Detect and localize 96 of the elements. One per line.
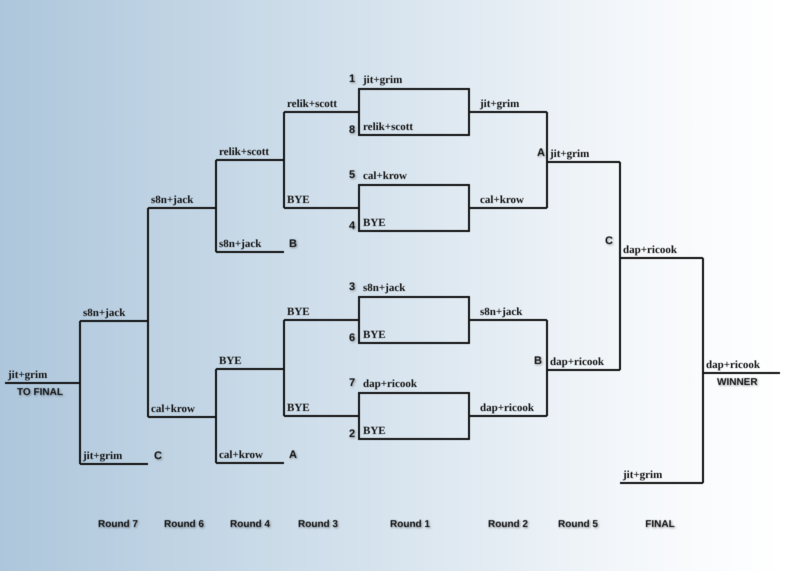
bracket-slot bbox=[477, 402, 547, 417]
bracket-line bbox=[215, 160, 217, 209]
bracket-line bbox=[546, 369, 548, 416]
seed-number: 7 bbox=[349, 377, 356, 389]
round-label: FINAL bbox=[645, 519, 675, 530]
team-name: dap+ricook bbox=[363, 378, 417, 390]
slot-caption: TO FINAL bbox=[17, 387, 63, 399]
match-letter: A bbox=[537, 147, 545, 159]
team-name: cal+krow bbox=[480, 194, 524, 206]
team-name: BYE bbox=[363, 425, 386, 437]
bracket-line bbox=[702, 258, 704, 374]
team-name: relik+scott bbox=[287, 98, 338, 110]
team-name: s8n+jack bbox=[363, 282, 406, 294]
team-name: s8n+jack bbox=[219, 238, 262, 250]
team-name: BYE bbox=[287, 194, 310, 206]
bracket-line bbox=[468, 415, 477, 417]
round-label: Round 5 bbox=[558, 519, 598, 530]
bracket-line bbox=[215, 416, 217, 463]
team-name: jit+grim bbox=[550, 148, 590, 160]
team-name: cal+krow bbox=[219, 449, 263, 461]
bracket-line bbox=[468, 319, 477, 321]
bracket-line bbox=[702, 372, 704, 483]
bracket-line bbox=[79, 321, 81, 384]
round-label: Round 3 bbox=[298, 519, 338, 530]
team-name: jit+grim bbox=[363, 74, 402, 86]
bracket-slot bbox=[80, 307, 148, 322]
team-name: BYE bbox=[287, 402, 310, 414]
bracket-slot bbox=[284, 306, 351, 321]
bracket-line bbox=[147, 208, 149, 322]
bracket-line bbox=[546, 161, 548, 208]
seed-number: 2 bbox=[349, 428, 356, 440]
match-letter: C bbox=[605, 235, 613, 247]
bracket-line bbox=[468, 111, 477, 113]
team-name: jit+grim bbox=[8, 369, 48, 381]
team-name: s8n+jack bbox=[83, 307, 126, 319]
bracket-line bbox=[351, 207, 360, 209]
team-name: s8n+jack bbox=[151, 194, 194, 206]
match-letter: B bbox=[289, 238, 297, 250]
bracket-slot bbox=[148, 194, 216, 209]
bracket-slot bbox=[148, 403, 216, 418]
bracket-slot bbox=[216, 146, 284, 161]
seed-number: 8 bbox=[349, 124, 356, 136]
match-letter: B bbox=[534, 355, 542, 367]
match-letter: C bbox=[154, 450, 162, 462]
team-name: dap+ricook bbox=[550, 356, 604, 368]
bracket-line bbox=[351, 111, 360, 113]
bracket-line bbox=[546, 112, 548, 163]
team-name: s8n+jack bbox=[480, 306, 522, 318]
bracket-slot bbox=[216, 355, 284, 370]
seed-number: 3 bbox=[349, 281, 356, 293]
bracket-line bbox=[283, 368, 285, 416]
bracket-line bbox=[283, 112, 285, 161]
bracket-line bbox=[619, 257, 621, 370]
bracket-line bbox=[351, 415, 360, 417]
round-label: Round 2 bbox=[488, 519, 528, 530]
team-name: jit+grim bbox=[83, 450, 122, 462]
bracket-line bbox=[619, 162, 621, 259]
bracket-slot bbox=[477, 306, 547, 321]
bracket-slot bbox=[284, 194, 351, 209]
bracket-line bbox=[283, 320, 285, 370]
round-label: Round 1 bbox=[390, 519, 430, 530]
bracket-slot bbox=[284, 98, 351, 113]
team-name: dap+ricook bbox=[706, 359, 760, 371]
team-name: jit+grim bbox=[480, 98, 520, 110]
bracket-line bbox=[351, 319, 360, 321]
seed-number: 6 bbox=[349, 332, 356, 344]
slot-caption: WINNER bbox=[717, 377, 758, 389]
bracket-slot bbox=[477, 98, 547, 113]
match-letter: A bbox=[289, 449, 297, 461]
bracket-line bbox=[468, 207, 477, 209]
team-name: BYE bbox=[287, 306, 310, 318]
seed-number: 5 bbox=[349, 169, 356, 181]
bracket-line bbox=[215, 369, 217, 418]
team-name: jit+grim bbox=[623, 469, 662, 481]
team-name: BYE bbox=[363, 329, 386, 341]
round-label: Round 4 bbox=[230, 519, 270, 530]
team-name: dap+ricook bbox=[480, 402, 534, 414]
bracket-line bbox=[215, 207, 217, 252]
team-name: cal+krow bbox=[151, 403, 195, 415]
team-name: BYE bbox=[363, 217, 386, 229]
bracket-line bbox=[79, 382, 81, 464]
team-name: cal+krow bbox=[363, 170, 407, 182]
bracket-line bbox=[147, 320, 149, 417]
team-name: BYE bbox=[219, 355, 242, 367]
seed-number: 4 bbox=[349, 220, 356, 232]
team-name: relik+scott bbox=[363, 121, 414, 133]
bracket-slot bbox=[284, 402, 351, 417]
seed-number: 1 bbox=[349, 73, 356, 85]
bracket-line bbox=[546, 320, 548, 371]
team-name: dap+ricook bbox=[623, 244, 677, 256]
bracket-line bbox=[283, 159, 285, 208]
bracket-slot bbox=[477, 194, 547, 209]
round-label: Round 7 bbox=[98, 519, 138, 530]
round-label: Round 6 bbox=[164, 519, 204, 530]
team-name: relik+scott bbox=[219, 146, 270, 158]
bracket-slot bbox=[620, 469, 703, 484]
